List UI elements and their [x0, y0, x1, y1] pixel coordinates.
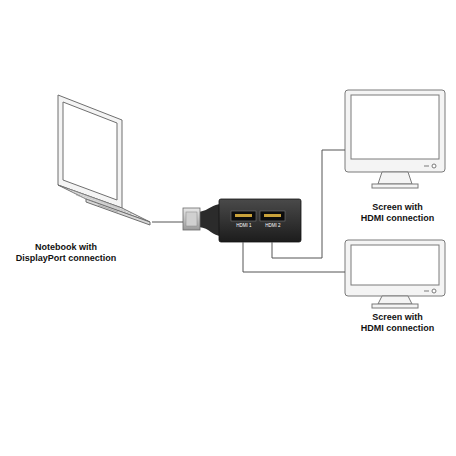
device-label: Screen with HDMI connection	[345, 312, 450, 335]
device-label: Screen with HDMI connection	[345, 202, 450, 225]
screen-node: Screen with HDMI connection	[345, 88, 450, 233]
cable-line	[243, 242, 345, 272]
monitor-drawing	[345, 90, 445, 188]
adapter-node: HDMI 1HDMI 2	[183, 196, 302, 242]
screen-node: Screen with HDMI connection	[345, 238, 450, 343]
device-label: Notebook with DisplayPort connection	[5, 242, 127, 265]
port-label: HDMI 1	[231, 224, 257, 229]
notebook-node: Notebook with DisplayPort connection	[5, 92, 152, 267]
cable-line	[152, 222, 183, 223]
laptop-drawing	[58, 95, 150, 225]
port-label: HDMI 2	[260, 224, 286, 229]
monitor-drawing	[345, 240, 445, 308]
adapter-drawing	[183, 199, 301, 242]
cable-line	[272, 150, 345, 258]
